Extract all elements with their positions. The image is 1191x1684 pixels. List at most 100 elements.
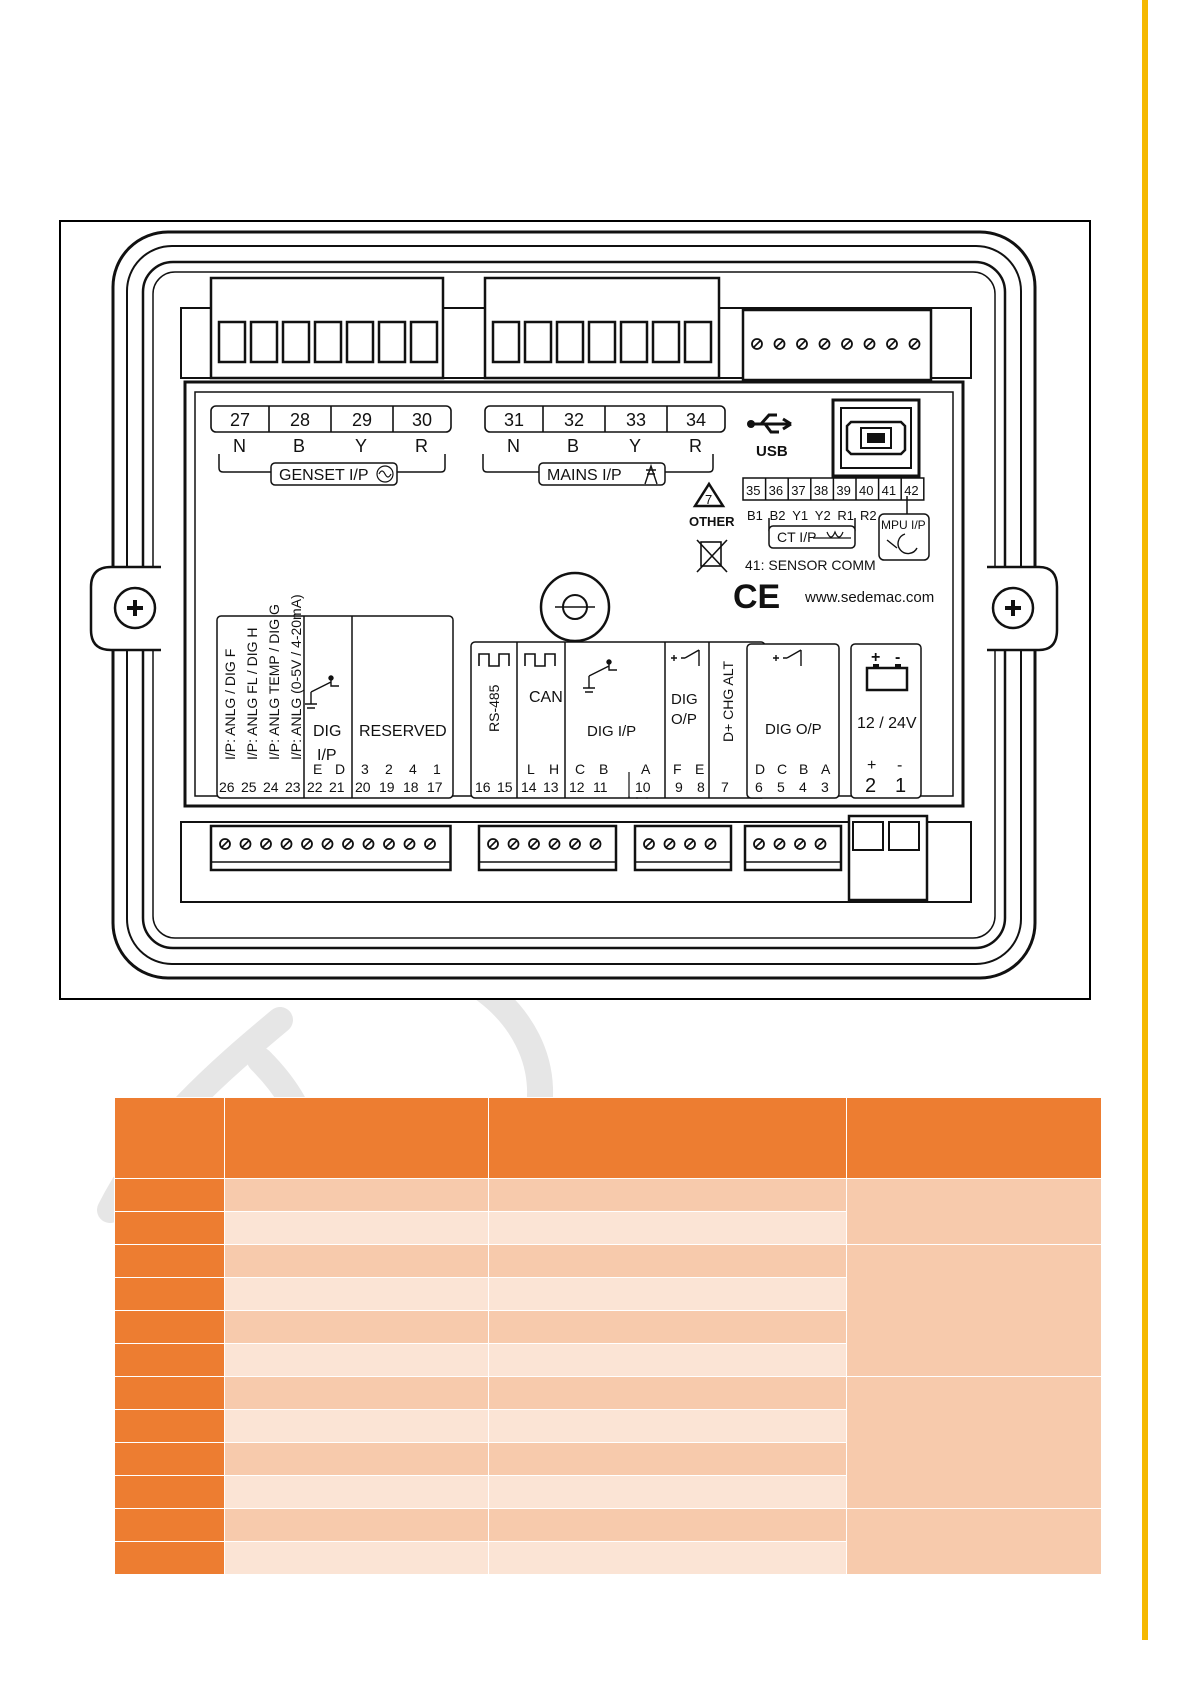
pylon-icon [644, 463, 658, 485]
chg-alt-label: D+ CHG ALT [720, 661, 736, 742]
page-accent-bar [1142, 0, 1148, 1640]
analog-input-label: I/P: ANLG FL / DIG H [244, 627, 260, 760]
table-header-cell [488, 1097, 847, 1179]
dig-op-mid-pin-number: 8 [697, 779, 705, 795]
table-row [114, 1244, 1102, 1377]
table-cell [224, 1376, 489, 1410]
terminal-slot [249, 320, 279, 364]
ct-terminal-number: 38 [814, 483, 828, 498]
ct-terminal-number: 36 [769, 483, 783, 498]
terminal-slot [683, 320, 713, 364]
usb-port[interactable] [831, 398, 921, 478]
terminal-number: 28 [290, 410, 310, 430]
recycle-icon [692, 481, 726, 508]
battery-pin-sign-plus: + [867, 757, 876, 774]
rs485-wave-icon [478, 653, 510, 667]
table-cell [114, 1244, 225, 1278]
table-row [114, 1442, 1102, 1476]
dig-ip-pin-number: 22 [307, 779, 323, 795]
battery-pin-2: 2 [865, 775, 876, 797]
table-cell [224, 1178, 489, 1212]
recycle-number: 7 [705, 492, 712, 507]
phase-label: N [233, 436, 246, 456]
table-row [114, 1541, 1102, 1575]
dig-ip-left-label-2: I/P [317, 747, 337, 764]
terminal-number: 27 [230, 410, 250, 430]
terminal-slot [409, 320, 439, 364]
rs485-label: RS-485 [486, 684, 502, 732]
wheelie-bin-icon [696, 539, 728, 573]
ct-label: CT I/P [777, 529, 816, 545]
power-connector [847, 814, 929, 902]
recycle-label: OTHER [689, 514, 735, 529]
ct-phase-label: Y2 [815, 508, 831, 523]
genset-label: GENSET I/P [279, 467, 369, 484]
dig-op-right-pin-number: 3 [821, 779, 829, 795]
can-letter: L [527, 761, 535, 777]
table-cell [224, 1541, 489, 1575]
battery-pin-1: 1 [895, 775, 906, 797]
mpu-gear-icon [886, 533, 918, 555]
can-letter: H [549, 761, 559, 777]
genset-connector [209, 276, 445, 380]
terminal-slot [619, 320, 649, 364]
dig-op-right-letter: A [821, 761, 831, 777]
ct-terminal-number: 35 [746, 483, 760, 498]
dig-op-right-letter: D [755, 761, 765, 777]
ct-terminal-number: 37 [791, 483, 805, 498]
table-cell [488, 1244, 847, 1278]
terminal-slot [313, 320, 343, 364]
ct-terminal-number: 41 [882, 483, 896, 498]
table-cell [224, 1211, 489, 1245]
dig-ip-letter: E [313, 761, 322, 777]
dig-op-mid-letter: E [695, 761, 704, 777]
right-mount-ear [987, 565, 1059, 652]
phase-label: N [507, 436, 520, 456]
battery-sign-minus: - [895, 649, 900, 666]
ct-terminal-number: 40 [859, 483, 873, 498]
table-cell [224, 1310, 489, 1344]
table-cell [488, 1508, 847, 1542]
table-group-cell [846, 1244, 1102, 1377]
dig-switch-icon-2 [583, 659, 617, 693]
battery-icon [865, 664, 909, 692]
pin-description-table [114, 1097, 1102, 1575]
ct-phase-label: R1 [837, 508, 854, 523]
ce-mark: CE [733, 578, 780, 616]
terminal-number: 31 [504, 410, 524, 430]
battery-pin-sign-minus: - [897, 757, 902, 774]
can-label: CAN [529, 689, 563, 706]
dig-ip-mid-pin-number: 10 [635, 779, 651, 795]
table-group-cell [846, 1508, 1102, 1575]
table-cell [488, 1541, 847, 1575]
sensor-comm-note: 41: SENSOR COMM [745, 557, 876, 573]
dig-op-mid-label-1: DIG [671, 691, 698, 708]
can-pin-number: 14 [521, 779, 537, 795]
reserved-letter: 2 [385, 761, 393, 777]
phase-label: B [293, 436, 305, 456]
table-cell [114, 1343, 225, 1377]
table-group-cell [846, 1178, 1102, 1245]
usb-label: USB [756, 443, 788, 460]
table-row [114, 1277, 1102, 1311]
table-row [114, 1211, 1102, 1245]
dig-ip-left-label-1: DIG [313, 723, 341, 740]
dig-op-mid-label-2: O/P [671, 711, 697, 728]
terminal-slot [281, 320, 311, 364]
terminal-number: 29 [352, 410, 372, 430]
table-cell [488, 1409, 847, 1443]
table-cell [488, 1376, 847, 1410]
reserved-pin-number: 20 [355, 779, 371, 795]
table-row [114, 1409, 1102, 1443]
table-cell [114, 1310, 225, 1344]
rs485-pin-number: 16 [475, 779, 491, 795]
dig-op-mid-pin-number: 9 [675, 779, 683, 795]
dig-op-right-pin-number: 6 [755, 779, 763, 795]
table-cell [488, 1475, 847, 1509]
terminal-slot [555, 320, 585, 364]
table-cell [224, 1277, 489, 1311]
reserved-letter: 1 [433, 761, 441, 777]
table-header-row [114, 1097, 1102, 1179]
ct-phase-label: R2 [860, 508, 877, 523]
